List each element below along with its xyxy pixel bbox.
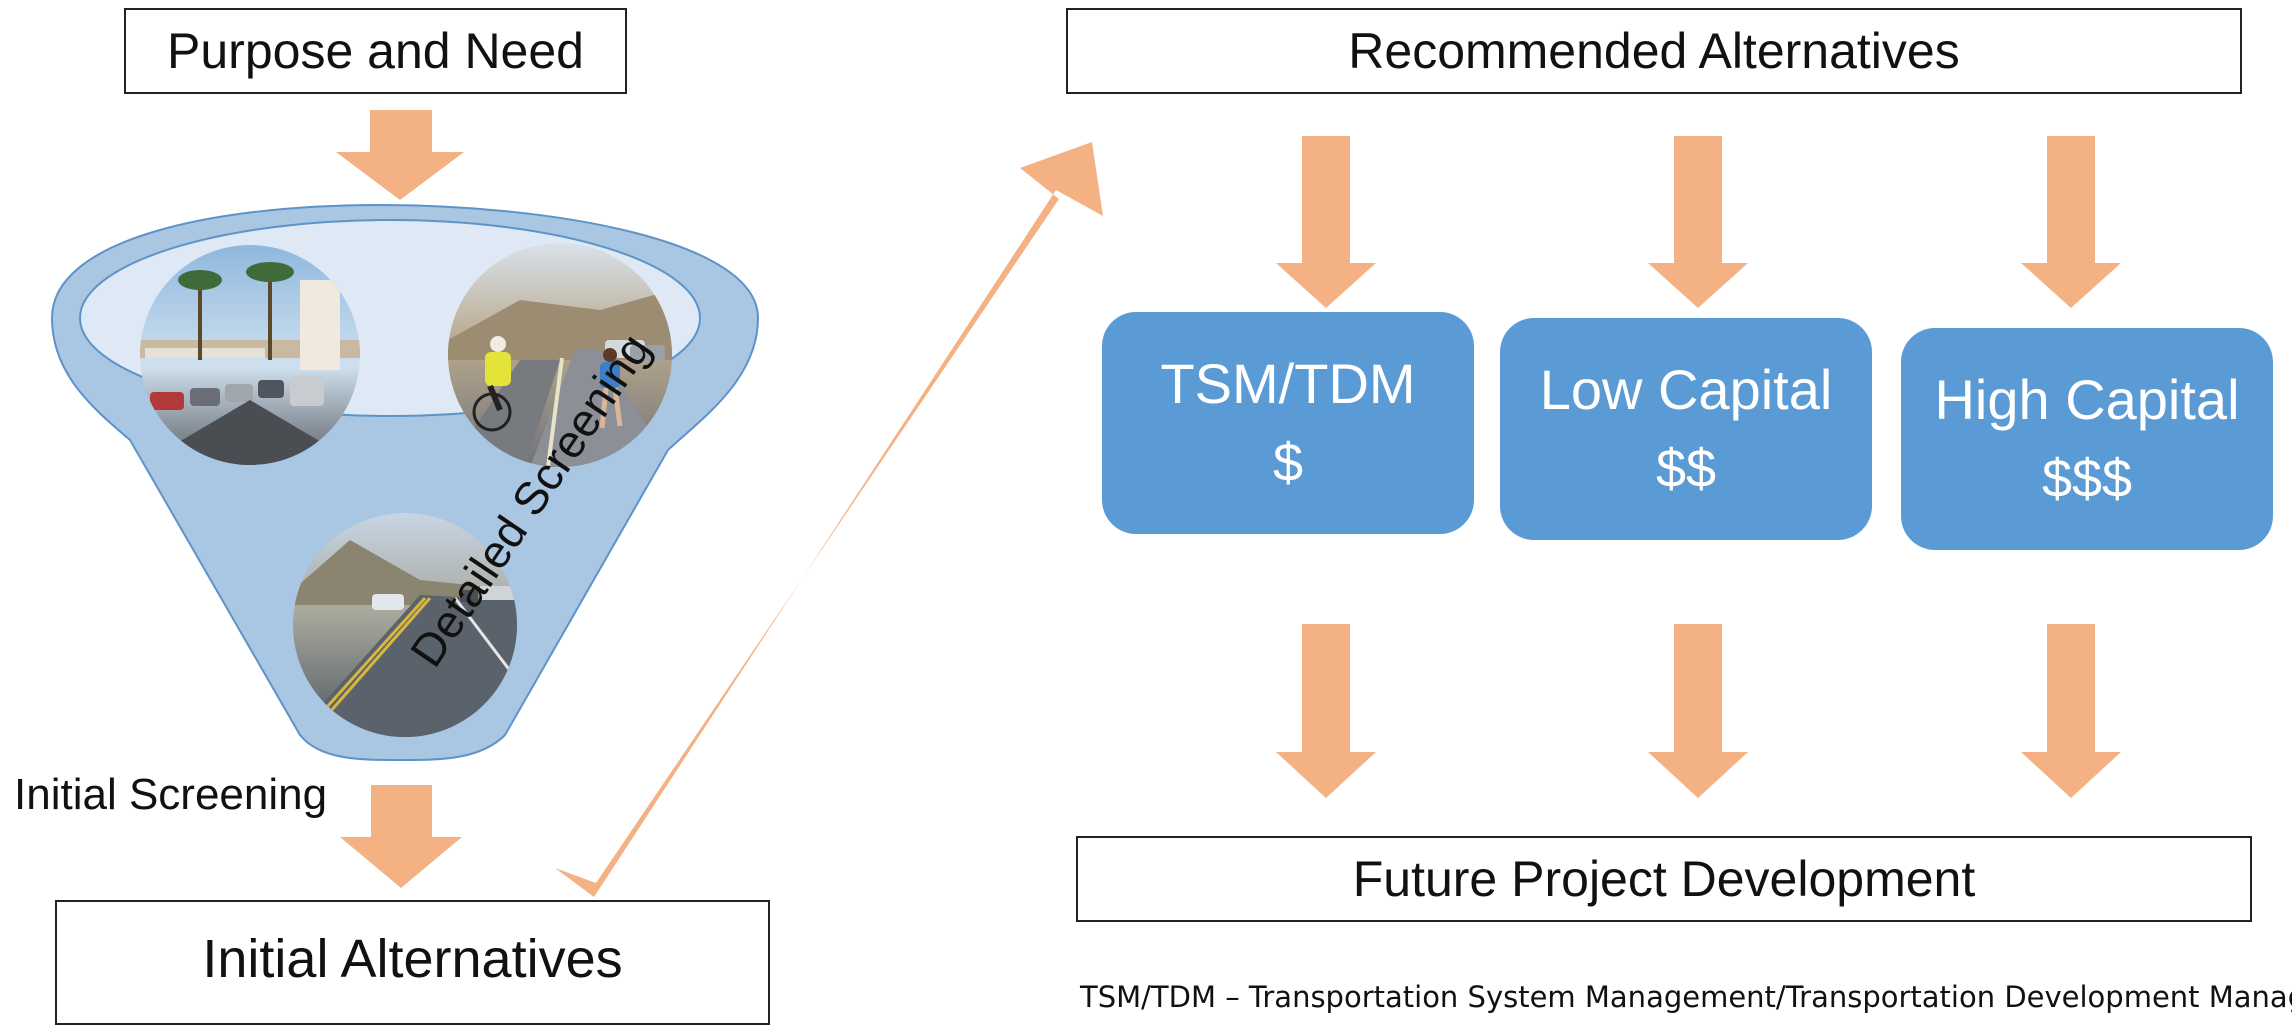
footnote: TSM/TDM – Transportation System Manageme… <box>1080 980 2292 1014</box>
alternative-tsm-tdm-box: TSM/TDM $ <box>1102 312 1474 534</box>
arrow-out-low-capital <box>1648 624 1748 798</box>
arrow-into-low-capital <box>1648 136 1748 308</box>
arrow-into-tsm <box>1276 136 1376 308</box>
purpose-and-need-box: Purpose and Need <box>124 8 627 94</box>
bike-path-photo-icon <box>448 243 672 467</box>
arrow-detailed-screening <box>555 142 1103 897</box>
beach-street-photo-icon <box>140 245 360 465</box>
coastal-highway-photo-icon <box>293 513 517 737</box>
initial-alternatives-label: Initial Alternatives <box>202 929 623 989</box>
initial-screening-label: Initial Screening <box>14 770 328 819</box>
recommended-alternatives-box: Recommended Alternatives <box>1066 8 2242 94</box>
future-project-development-label: Future Project Development <box>1352 851 1976 907</box>
future-project-development-box: Future Project Development <box>1076 836 2252 922</box>
arrow-out-high-capital <box>2021 624 2121 798</box>
arrow-initial-screening <box>340 785 462 888</box>
alternative-title: Low Capital <box>1539 357 1833 421</box>
alternative-cost: $$ <box>1655 439 1717 500</box>
purpose-and-need-label: Purpose and Need <box>167 23 584 79</box>
alternative-high-capital-box: High Capital $$$ <box>1901 328 2273 550</box>
arrow-out-tsm <box>1276 624 1376 798</box>
initial-alternatives-box: Initial Alternatives <box>55 900 770 1025</box>
alternative-title: High Capital <box>1934 367 2240 431</box>
alternative-cost: $ <box>1272 433 1304 494</box>
alternative-low-capital-box: Low Capital $$ <box>1500 318 1872 540</box>
arrow-purpose-to-funnel <box>336 110 464 200</box>
recommended-alternatives-label: Recommended Alternatives <box>1348 23 1960 79</box>
alternative-title: TSM/TDM <box>1160 351 1416 415</box>
alternative-cost: $$$ <box>2041 449 2133 510</box>
arrow-into-high-capital <box>2021 136 2121 308</box>
